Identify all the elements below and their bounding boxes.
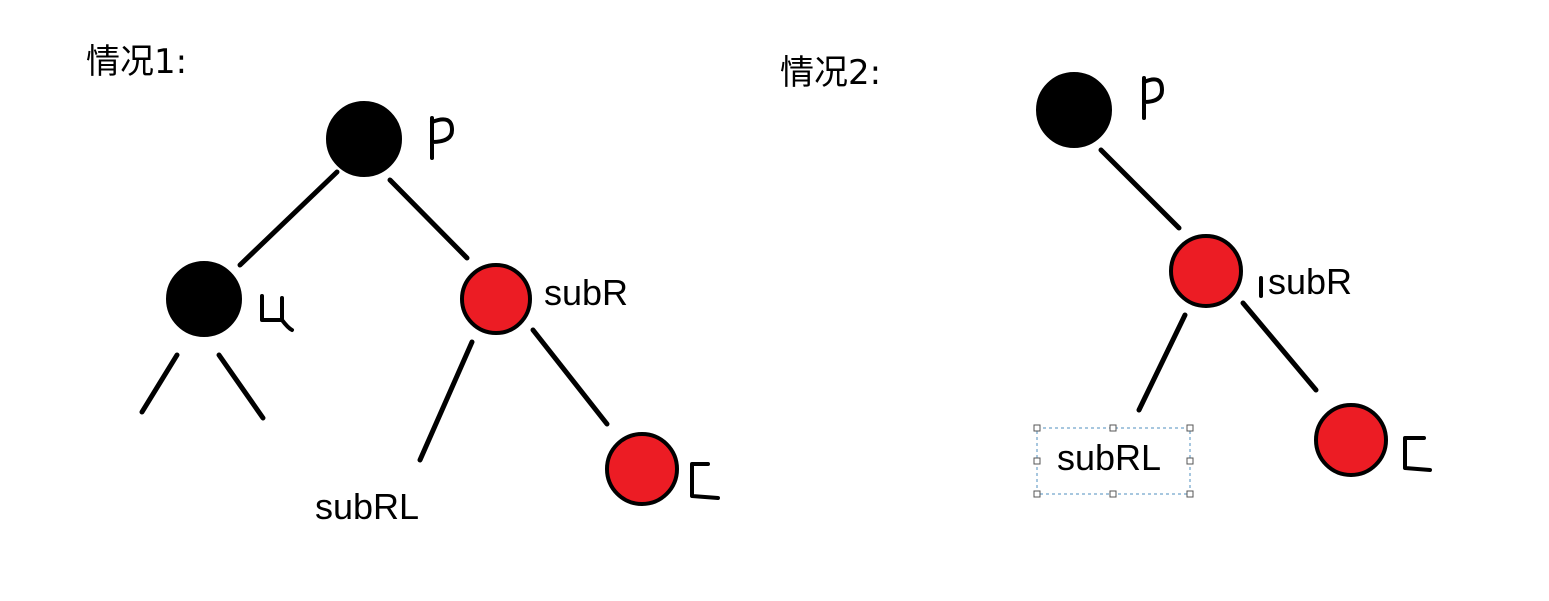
resize-handle-n[interactable] — [1109, 424, 1117, 432]
edge-p-u — [237, 169, 340, 268]
resize-handle-e[interactable] — [1186, 457, 1194, 465]
resize-handle-sw[interactable] — [1033, 490, 1041, 498]
node-p — [1036, 72, 1112, 148]
node-u — [166, 261, 242, 337]
edge-subR-c — [530, 327, 610, 427]
node-c — [605, 432, 679, 506]
case1-title: 情况1: — [86, 42, 187, 82]
edge-subR-subRL — [1136, 312, 1188, 413]
handwritten-p-mark — [430, 116, 454, 160]
node-c — [1314, 403, 1388, 477]
selection-box[interactable] — [1033, 424, 1194, 498]
resize-handle-w[interactable] — [1033, 457, 1041, 465]
resize-handle-s[interactable] — [1109, 490, 1117, 498]
edge-subR-c — [1240, 300, 1319, 393]
handwritten-c-mark — [690, 462, 720, 500]
label-subR: subR — [1268, 261, 1352, 302]
node-p — [326, 101, 402, 177]
resize-handle-nw[interactable] — [1033, 424, 1041, 432]
handwritten-p-mark — [1142, 76, 1164, 120]
node-subR — [1169, 234, 1243, 308]
label-subRL: subRL — [315, 486, 419, 527]
case2-title: 情况2: — [780, 53, 881, 93]
label-subR: subR — [544, 272, 628, 313]
resize-handle-se[interactable] — [1186, 490, 1194, 498]
case1-diagram: 情况1: subR subRL — [86, 42, 720, 527]
resize-handle-ne[interactable] — [1186, 424, 1194, 432]
edge-p-subR — [387, 177, 470, 261]
label-subRL[interactable]: subRL — [1057, 437, 1161, 478]
handwritten-c-mark — [1403, 436, 1432, 472]
edge-u-right — [216, 352, 266, 421]
edge-subR-subRL — [417, 339, 475, 463]
node-subR — [460, 263, 532, 335]
edge-p-subR — [1098, 147, 1182, 231]
edge-u-left — [139, 352, 180, 415]
case2-diagram: 情况2: subR subRL — [780, 53, 1432, 498]
handwritten-u-mark — [260, 294, 294, 332]
